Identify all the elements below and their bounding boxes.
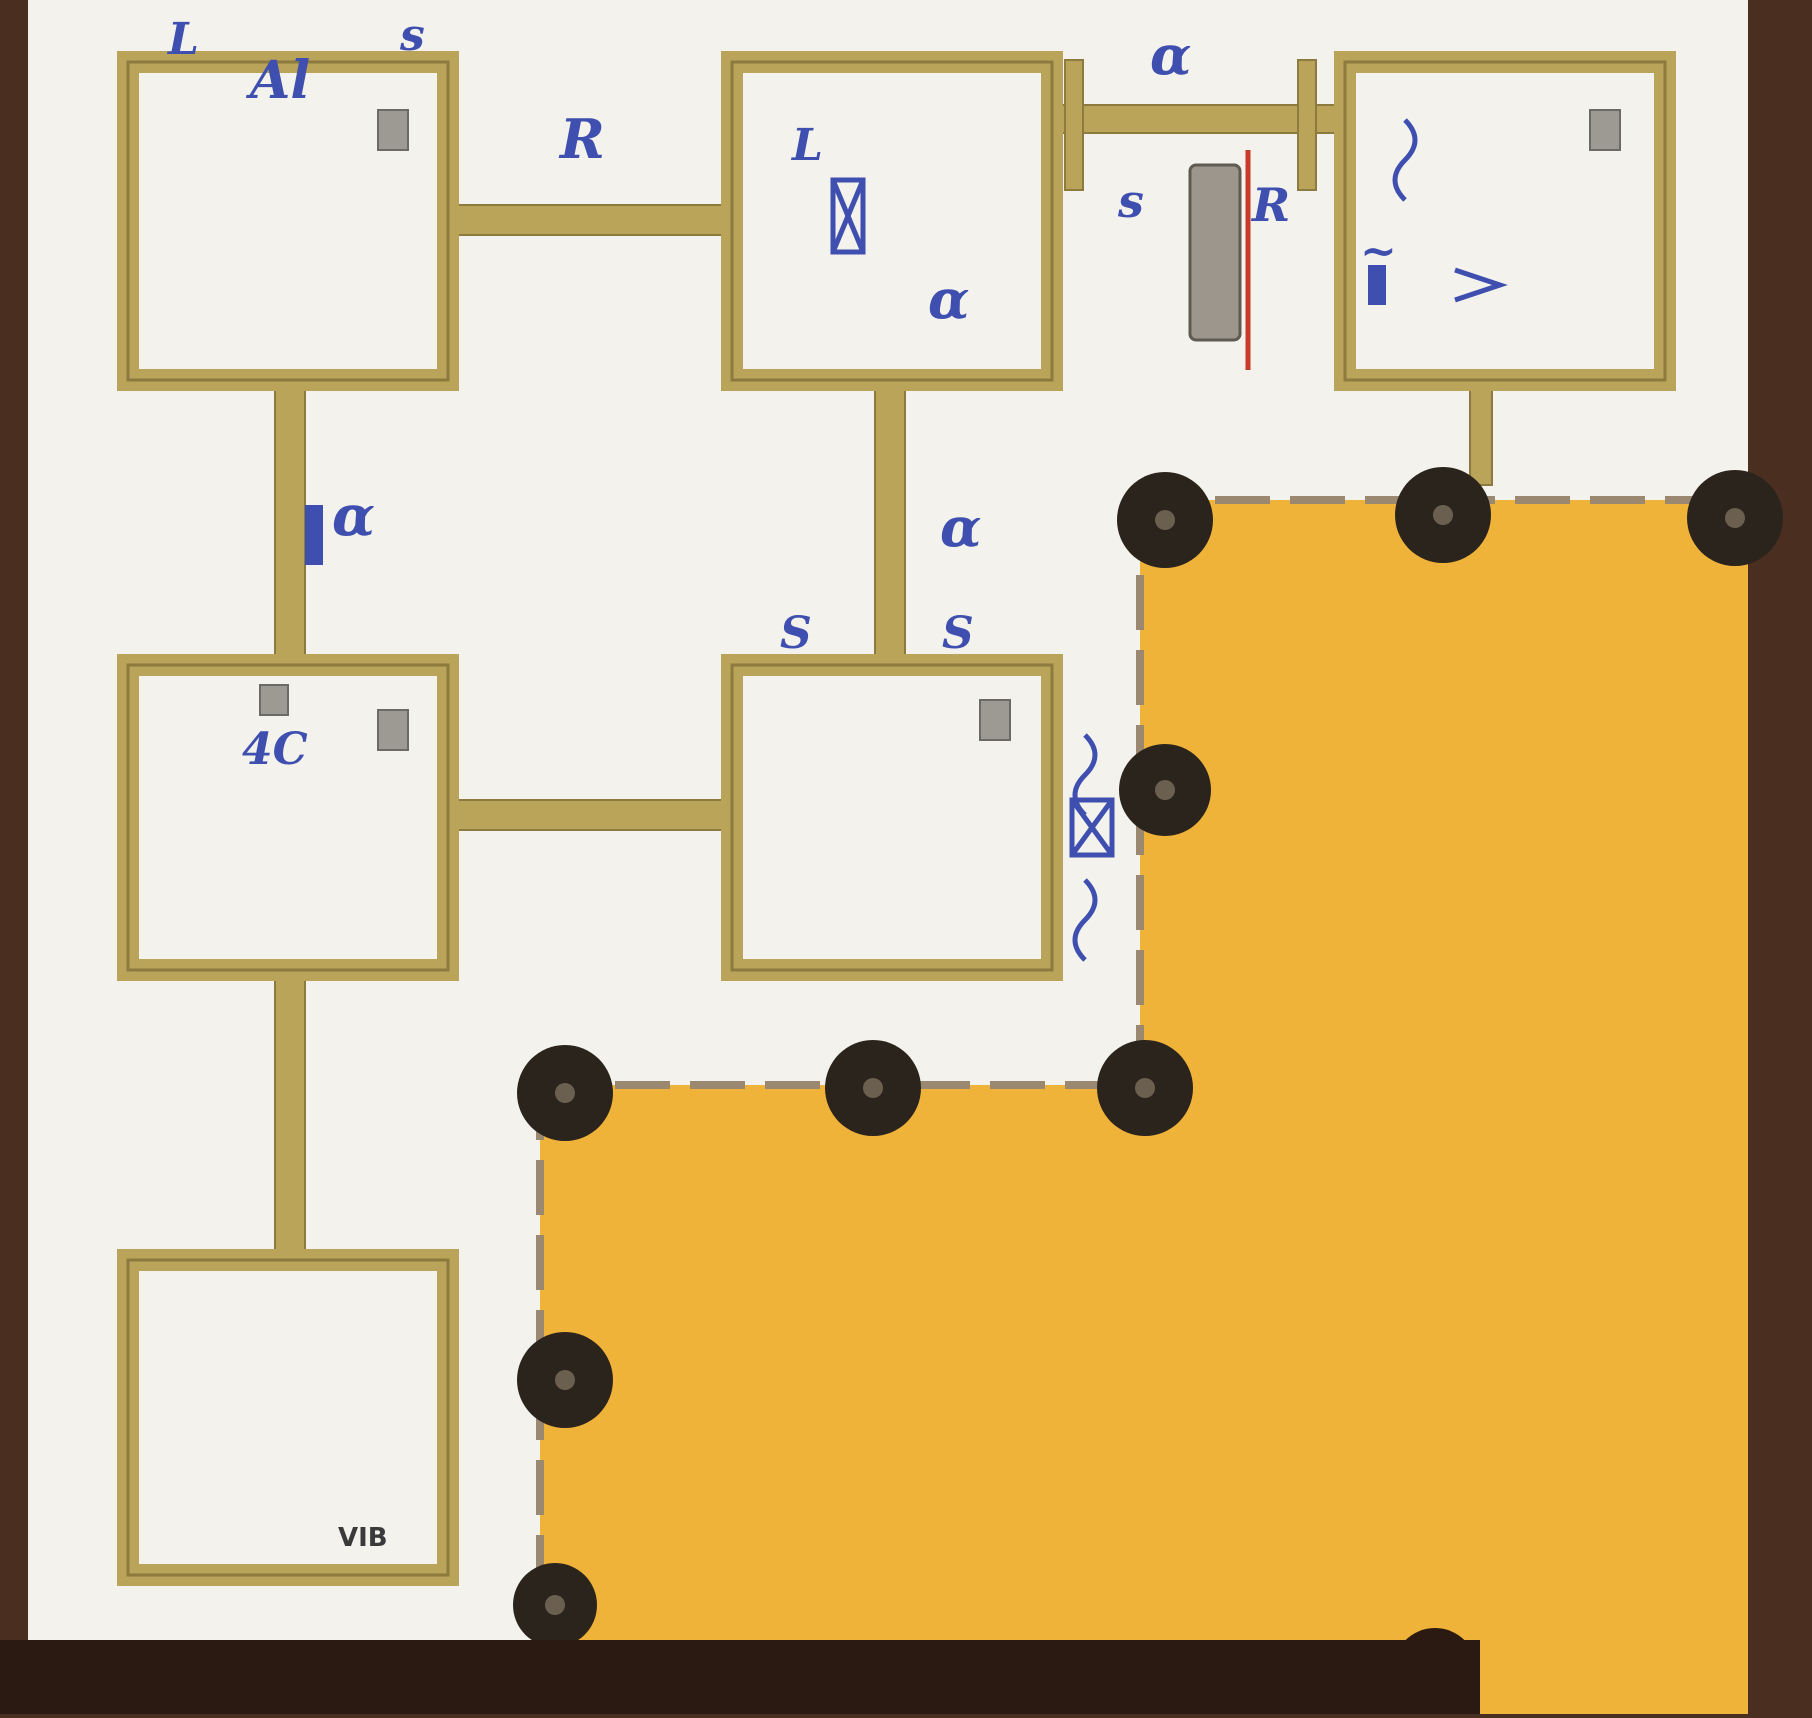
pad-3	[1687, 470, 1783, 566]
hand-label-link12: R	[560, 107, 605, 171]
pad-9	[513, 1563, 597, 1647]
contact-tabs	[259, 109, 1621, 751]
track-4-6	[274, 969, 306, 1261]
pad-6	[825, 1040, 921, 1136]
hand-label-top-s: s	[400, 10, 425, 61]
stub-top-2	[1297, 59, 1317, 191]
track-4-5	[439, 799, 731, 831]
gold-tracks	[274, 59, 1493, 1261]
pen-fill-2	[1368, 265, 1386, 305]
pad-2	[1395, 467, 1491, 563]
pad-7	[1097, 1040, 1193, 1136]
track-3-down	[1469, 374, 1493, 486]
tab-1	[377, 109, 409, 151]
hand-label-block4: 4C	[242, 724, 308, 775]
hand-label-block2-bottom: α	[928, 267, 970, 331]
bottom-bar	[0, 1640, 1480, 1714]
pen-wave-1	[1392, 118, 1418, 202]
printed-frame-label: VIB	[338, 1523, 388, 1553]
hand-label-vertical-left: α	[332, 483, 376, 549]
pad-5	[517, 1045, 613, 1141]
frame-block-6	[117, 1249, 459, 1586]
hand-label-block5-left: S	[780, 608, 812, 659]
pen-box-1	[830, 177, 866, 255]
hand-label-block1: Al	[250, 50, 311, 111]
frame-block-3	[1334, 51, 1676, 391]
hand-label-vertical-right: α	[940, 495, 982, 559]
track-1-2	[439, 204, 731, 236]
track-2-5	[874, 374, 906, 666]
frame-block-5	[721, 654, 1063, 981]
hand-label-top-l: L	[168, 14, 199, 65]
frame-block-2	[721, 51, 1063, 391]
hand-label-block3-wave: ~	[1360, 226, 1397, 277]
frame-block-1	[117, 51, 459, 391]
tab-4	[377, 709, 409, 751]
track-1-4	[274, 374, 306, 666]
pen-wave-3	[1072, 733, 1098, 817]
pad-8	[517, 1332, 613, 1428]
hand-label-block5-right: S	[942, 608, 974, 659]
square-frames	[117, 51, 1676, 1586]
track-2-3	[1044, 104, 1346, 134]
pen-wave-2	[1072, 878, 1098, 962]
bottom-bar-end	[1393, 1628, 1477, 1712]
tab-3	[1589, 109, 1621, 151]
pen-marks	[830, 118, 1508, 962]
round-pads	[513, 467, 1783, 1647]
tab-5	[979, 699, 1011, 741]
hand-label-link23: α	[1150, 23, 1192, 87]
hand-label-link23-s: s	[1118, 174, 1144, 228]
pen-box-2	[1069, 797, 1115, 858]
hand-label-block2: L	[792, 120, 823, 171]
pad-4	[1119, 744, 1211, 836]
pad-1	[1117, 472, 1213, 568]
pen-fill-1	[305, 505, 323, 565]
hand-label-link23-r: R	[1252, 178, 1291, 232]
stub-top	[1064, 59, 1084, 191]
component-cylinder	[1188, 150, 1251, 370]
tab-4b	[259, 684, 289, 716]
pen-arrow	[1454, 267, 1508, 303]
frame-block-4	[117, 654, 459, 981]
